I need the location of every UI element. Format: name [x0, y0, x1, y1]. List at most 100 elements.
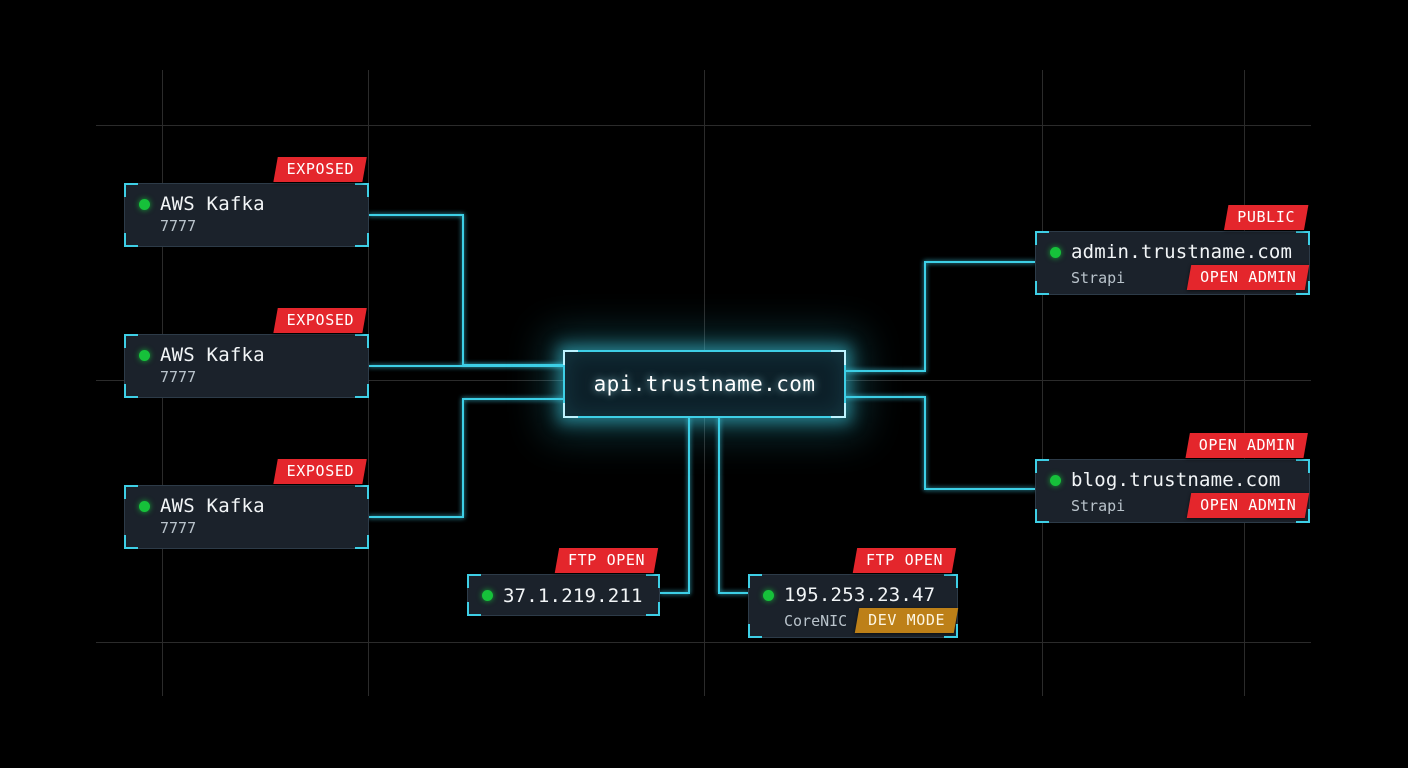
connector-hub-to-ip-37-1-219-211: [659, 417, 690, 594]
card-corner-br-icon: [355, 535, 369, 549]
card-subtitle-row: Strapi OPEN ADMIN: [1050, 265, 1310, 290]
connector-aws-kafka-3-to-hub: [368, 398, 564, 518]
card-corner-bl-icon: [124, 384, 138, 398]
card-corner-bl-icon: [124, 233, 138, 247]
card-title-row: AWS Kafka: [139, 495, 354, 517]
badge-public[interactable]: PUBLIC: [1223, 205, 1309, 230]
card-title: 195.253.23.47: [784, 584, 936, 606]
card-corner-tl-icon: [748, 574, 762, 588]
card-corner-tl-icon: [124, 485, 138, 499]
card-corner-tl-icon: [1035, 459, 1049, 473]
asset-card-aws-kafka-3[interactable]: AWS Kafka 7777: [124, 485, 369, 549]
card-title-row: AWS Kafka: [139, 344, 354, 366]
card-corner-br-icon: [646, 602, 660, 616]
hub-corner-bottom-left: [563, 403, 578, 418]
hub-corner-bottom-right: [831, 403, 846, 418]
badge-open-admin[interactable]: OPEN ADMIN: [1186, 265, 1310, 290]
card-corner-tl-icon: [467, 574, 481, 588]
card-title-row: AWS Kafka: [139, 193, 354, 215]
hub-node-api[interactable]: api.trustname.com: [563, 350, 846, 418]
card-title: admin.trustname.com: [1071, 241, 1293, 263]
status-dot-icon: [1050, 474, 1061, 486]
card-title: AWS Kafka: [160, 344, 265, 366]
hub-label: api.trustname.com: [593, 372, 816, 396]
card-subtitle: Strapi: [1071, 268, 1126, 287]
card-subtitle-row: 7777: [139, 217, 354, 235]
card-corner-br-icon: [355, 233, 369, 247]
card-subtitle-row: CoreNIC DEV MODE: [763, 608, 959, 633]
badge-exposed[interactable]: EXPOSED: [273, 157, 368, 182]
card-corner-tr-icon: [355, 183, 369, 197]
card-corner-tr-icon: [944, 574, 958, 588]
card-corner-bl-icon: [1035, 509, 1049, 523]
card-corner-br-icon: [355, 384, 369, 398]
card-corner-tr-icon: [355, 485, 369, 499]
card-title: AWS Kafka: [160, 495, 265, 517]
card-body: AWS Kafka 7777: [125, 486, 368, 548]
card-corner-tr-icon: [1296, 231, 1310, 245]
status-dot-icon: [763, 589, 774, 601]
card-subtitle: 7777: [160, 217, 197, 235]
status-dot-icon: [1050, 246, 1061, 258]
hub-corner-top-left: [563, 350, 578, 365]
status-dot-icon: [482, 590, 493, 601]
card-title-row: 37.1.219.211: [482, 585, 643, 607]
grid-line-horizontal-0: [96, 125, 1311, 126]
card-corner-tl-icon: [1035, 231, 1049, 245]
connector-aws-kafka-1-to-hub: [368, 214, 564, 366]
card-corner-br-icon: [944, 624, 958, 638]
card-subtitle-row: 7777: [139, 519, 354, 537]
connector-hub-to-ip-195-253-23-47: [718, 417, 749, 594]
badge-open-admin[interactable]: OPEN ADMIN: [1185, 433, 1309, 458]
card-title: blog.trustname.com: [1071, 469, 1281, 491]
card-subtitle: 7777: [160, 368, 197, 386]
card-corner-tr-icon: [355, 334, 369, 348]
card-body: AWS Kafka 7777: [125, 184, 368, 246]
grid-line-horizontal-2: [96, 642, 1311, 643]
connector-hub-to-blog-trustname: [845, 396, 1036, 490]
status-dot-icon: [139, 500, 150, 512]
connector-hub-to-admin-trustname: [845, 261, 1036, 372]
card-corner-bl-icon: [748, 624, 762, 638]
badge-ftp-open[interactable]: FTP OPEN: [852, 548, 957, 573]
card-title-row: blog.trustname.com: [1050, 469, 1295, 491]
badge-exposed[interactable]: EXPOSED: [273, 459, 368, 484]
grid-line-vertical-3: [1042, 70, 1043, 696]
card-title-row: 195.253.23.47: [763, 584, 943, 606]
card-body: 37.1.219.211: [468, 575, 659, 615]
card-title-row: admin.trustname.com: [1050, 241, 1295, 263]
asset-card-ip-37-1-219-211[interactable]: 37.1.219.211: [467, 574, 660, 616]
badge-open-admin[interactable]: OPEN ADMIN: [1186, 493, 1310, 518]
badge-dev-mode[interactable]: DEV MODE: [855, 608, 959, 633]
badge-ftp-open[interactable]: FTP OPEN: [554, 548, 659, 573]
card-subtitle: 7777: [160, 519, 197, 537]
card-body: AWS Kafka 7777: [125, 335, 368, 397]
card-subtitle: CoreNIC: [784, 611, 848, 630]
card-corner-tl-icon: [124, 334, 138, 348]
card-corner-br-icon: [1296, 281, 1310, 295]
asset-card-aws-kafka-1[interactable]: AWS Kafka 7777: [124, 183, 369, 247]
card-corner-br-icon: [1296, 509, 1310, 523]
hub-corner-top-right: [831, 350, 846, 365]
card-corner-bl-icon: [124, 535, 138, 549]
card-corner-tl-icon: [124, 183, 138, 197]
grid-line-vertical-4: [1244, 70, 1245, 696]
badge-exposed[interactable]: EXPOSED: [273, 308, 368, 333]
card-corner-bl-icon: [1035, 281, 1049, 295]
asset-card-aws-kafka-2[interactable]: AWS Kafka 7777: [124, 334, 369, 398]
card-subtitle-row: 7777: [139, 368, 354, 386]
card-title: AWS Kafka: [160, 193, 265, 215]
status-dot-icon: [139, 349, 150, 361]
status-dot-icon: [139, 198, 150, 210]
card-corner-tr-icon: [1296, 459, 1310, 473]
card-corner-tr-icon: [646, 574, 660, 588]
card-corner-bl-icon: [467, 602, 481, 616]
